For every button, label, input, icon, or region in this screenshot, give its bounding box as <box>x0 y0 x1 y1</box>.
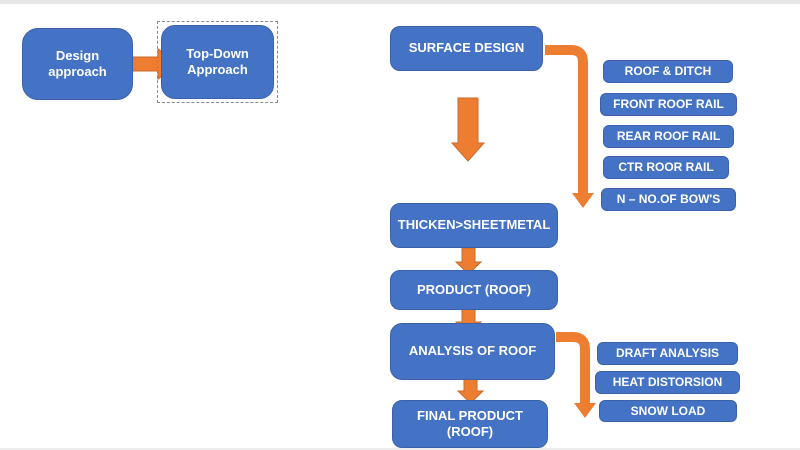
arrow-analysis-to-outputs[interactable] <box>556 332 590 404</box>
box-analysis-of-roof[interactable]: ANALYSIS OF ROOF <box>390 323 555 380</box>
arrow-surface-to-outputs-head[interactable] <box>572 193 594 208</box>
box-roof-and-ditch[interactable]: ROOF & DITCH <box>603 60 733 83</box>
box-design-approach-label: Design approach <box>48 47 107 79</box>
box-n-no-of-bows-label: N – NO.OF BOW'S <box>616 192 721 206</box>
box-surface-design-label: SURFACE DESIGN <box>408 40 525 56</box>
box-heat-distorsion-label: HEAT DISTORSION <box>612 375 723 389</box>
box-rear-roof-rail-label: REAR ROOF RAIL <box>616 129 721 143</box>
box-product-roof[interactable]: PRODUCT (ROOF) <box>390 270 558 310</box>
box-draft-analysis[interactable]: DRAFT ANALYSIS <box>597 342 738 365</box>
box-thicken-sheetmetal[interactable]: THICKEN>SHEETMETAL <box>390 203 558 248</box>
box-rear-roof-rail[interactable]: REAR ROOF RAIL <box>603 125 734 148</box>
box-roof-and-ditch-label: ROOF & DITCH <box>624 64 712 78</box>
box-n-no-of-bows[interactable]: N – NO.OF BOW'S <box>601 188 736 211</box>
arrow-thicken-to-product[interactable] <box>454 247 483 275</box>
box-heat-distorsion[interactable]: HEAT DISTORSION <box>595 371 740 394</box>
box-top-down-approach[interactable]: Top-Down Approach <box>161 25 274 99</box>
box-front-roof-rail-label: FRONT ROOF RAIL <box>613 97 724 111</box>
arrow-analysis-to-outputs-head[interactable] <box>574 403 596 418</box>
box-final-product-roof-label: FINAL PRODUCT (ROOF) <box>417 407 523 439</box>
box-ctr-roor-rail[interactable]: CTR ROOR RAIL <box>603 156 729 179</box>
box-analysis-of-roof-label: ANALYSIS OF ROOF <box>408 343 537 359</box>
canvas-bottom-edge <box>0 448 800 450</box>
box-product-roof-label: PRODUCT (ROOF) <box>416 281 532 297</box>
arrow-surface-to-outputs[interactable] <box>545 45 588 194</box>
selection-outline-topdown[interactable]: Top-Down Approach <box>157 21 278 103</box>
canvas-top-edge <box>0 0 800 4</box>
box-snow-load[interactable]: SNOW LOAD <box>599 400 737 422</box>
box-top-down-approach-label: Top-Down Approach <box>186 45 249 77</box>
box-surface-design[interactable]: SURFACE DESIGN <box>390 26 543 71</box>
box-final-product-roof[interactable]: FINAL PRODUCT (ROOF) <box>392 400 548 448</box>
box-snow-load-label: SNOW LOAD <box>630 403 706 418</box>
box-thicken-sheetmetal-label: THICKEN>SHEETMETAL <box>397 217 551 233</box>
arrow-surface-to-thicken[interactable] <box>450 97 486 162</box>
box-design-approach[interactable]: Design approach <box>22 28 133 100</box>
arrow-analysis-to-final[interactable] <box>456 377 485 404</box>
box-front-roof-rail[interactable]: FRONT ROOF RAIL <box>600 93 737 116</box>
box-ctr-roor-rail-label: CTR ROOR RAIL <box>618 160 714 174</box>
box-draft-analysis-label: DRAFT ANALYSIS <box>615 346 720 360</box>
